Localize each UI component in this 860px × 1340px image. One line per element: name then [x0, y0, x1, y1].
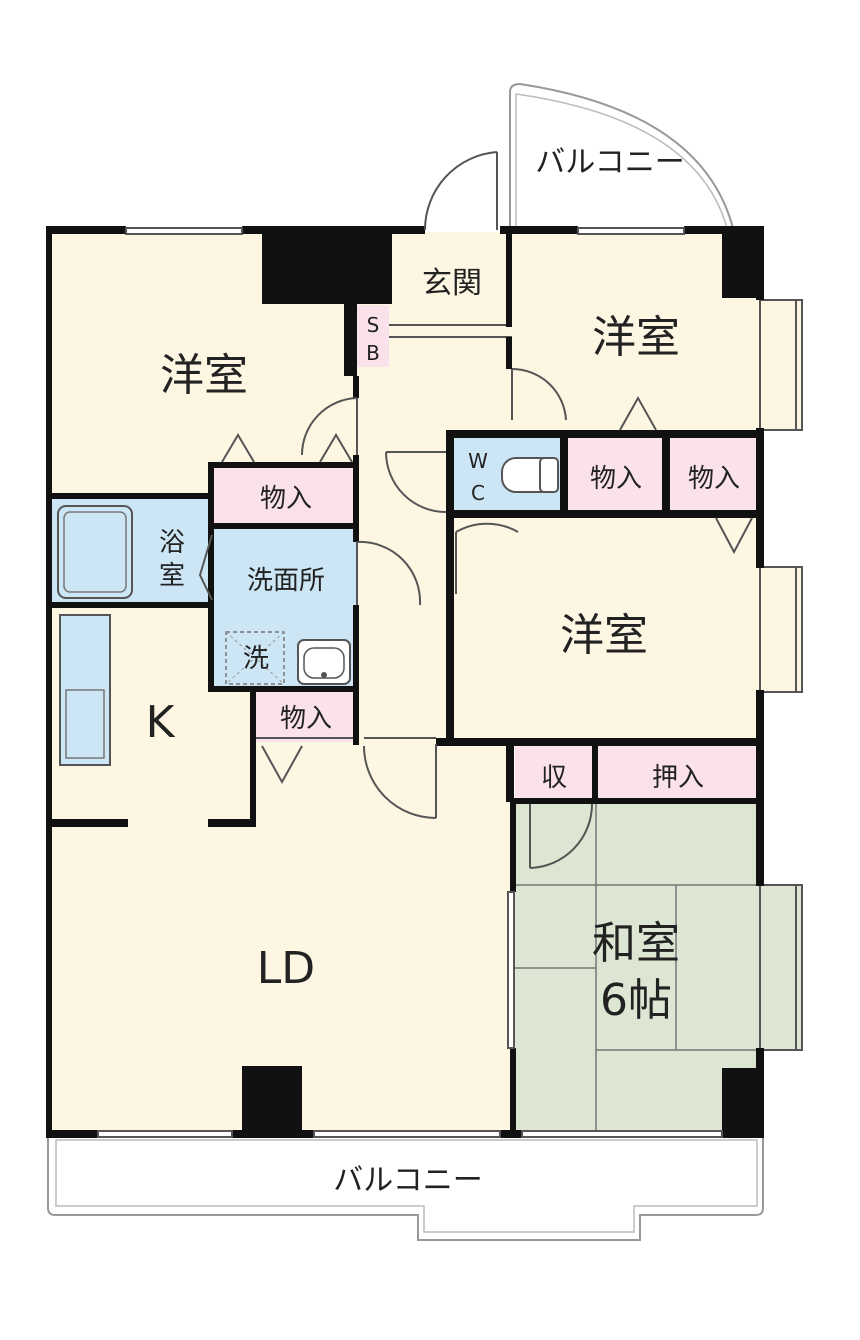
floor-closet-d [255, 692, 357, 742]
label-entrance: 玄関 [422, 266, 482, 301]
label-living-dining: LD [257, 943, 315, 994]
toilet-icon [501, 457, 559, 493]
label-japanese-room-size: 6帖 [600, 975, 672, 1026]
label-storage-small: 収 [541, 763, 567, 793]
floor-oshiire [598, 746, 758, 802]
label-bath-top: 浴 [159, 528, 185, 558]
walls [46, 226, 764, 1138]
label-closet-d: 物入 [280, 704, 332, 734]
floor-storage-small [515, 746, 595, 802]
label-north-balcony: バルコニー [535, 145, 684, 180]
fixtures [57, 457, 559, 766]
south-balcony [47, 1134, 764, 1241]
label-kitchen: K [146, 697, 176, 748]
floor-closet-c [668, 435, 760, 515]
label-shoe-box-bottom: B [366, 341, 380, 365]
bathtub-icon [57, 505, 133, 599]
windows [97, 227, 797, 1138]
sink-icon [297, 639, 351, 685]
north-balcony [509, 82, 736, 233]
label-south-balcony: バルコニー [333, 1163, 482, 1198]
room-floors [52, 232, 803, 1135]
label-bath-bottom: 室 [159, 561, 185, 591]
label-washer: 洗 [243, 644, 269, 674]
label-mid-bedroom: 洋室 [560, 610, 648, 661]
tatami-lines [512, 804, 760, 1135]
door-swing-icon [198, 151, 593, 869]
floor-closet-b [566, 435, 666, 515]
washer-pan-icon [225, 631, 285, 685]
floor-closet-a [212, 465, 357, 523]
label-japanese-room: 和室 [592, 918, 680, 969]
label-closet-b: 物入 [590, 464, 642, 494]
floor-shoe-box [357, 305, 389, 367]
label-wc-bottom: C [471, 481, 485, 505]
label-closet-a: 物入 [260, 484, 312, 514]
label-wc-top: W [468, 449, 488, 473]
label-west-bedroom: 洋室 [160, 350, 248, 401]
label-ne-bedroom: 洋室 [592, 312, 680, 363]
label-oshiire: 押入 [652, 763, 704, 793]
stove-counter-icon [59, 614, 111, 766]
label-closet-c: 物入 [688, 464, 740, 494]
label-washroom: 洗面所 [247, 566, 325, 596]
label-shoe-box-top: S [367, 313, 380, 337]
room-labels: 洋室 玄関 S B 洋室 W C 物入 物入 物入 浴 室 洗面所 洗 洋室 K… [146, 145, 740, 1198]
floor-japanese-room [512, 804, 760, 1135]
storage-triangle-icon [221, 395, 753, 785]
